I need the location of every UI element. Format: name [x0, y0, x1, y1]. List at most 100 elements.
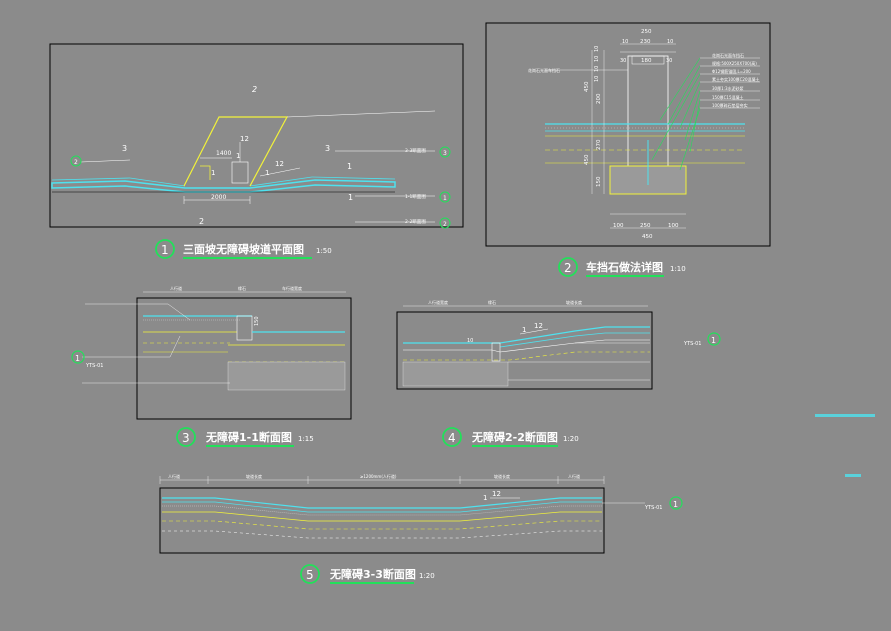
drawing-5-frame: [159, 487, 605, 554]
svg-text:坡道长度: 坡道长度: [246, 473, 262, 479]
svg-text:150: 150: [254, 316, 260, 326]
svg-text:缘石: 缘石: [238, 285, 246, 291]
section-mark-2-bottom: 2: [199, 217, 204, 226]
drawing-2-number: 2: [564, 261, 572, 275]
svg-text:1: 1: [443, 195, 447, 202]
drawing-4-scale: 1:20: [563, 435, 579, 443]
title-circle-2: [558, 257, 578, 277]
svg-text:Φ12钢筋锚固,L=200: Φ12钢筋锚固,L=200: [712, 68, 751, 74]
title-circle-4: [442, 427, 462, 447]
svg-text:200: 200: [596, 93, 602, 104]
ramp-outline: [183, 116, 289, 187]
svg-text:2: 2: [443, 221, 447, 228]
ref-circle-2: [439, 217, 451, 229]
ref-circle-d3: [71, 350, 85, 364]
svg-text:10: 10: [467, 338, 473, 344]
svg-text:10: 10: [622, 39, 628, 45]
svg-text:缘石: 缘石: [488, 299, 496, 305]
svg-text:1: 1: [75, 354, 80, 363]
svg-text:250: 250: [641, 29, 652, 35]
svg-text:100: 100: [668, 223, 679, 229]
svg-text:人行道宽度: 人行道宽度: [428, 299, 448, 305]
drawing-5-scale: 1:20: [419, 572, 435, 580]
svg-text:150: 150: [596, 176, 602, 187]
svg-text:30: 30: [620, 58, 626, 64]
drawing-2-scale: 1:10: [670, 265, 686, 273]
svg-text:人行道: 人行道: [568, 473, 580, 479]
svg-text:规格:500X250X700(高): 规格:500X250X700(高): [712, 60, 757, 66]
svg-text:30厚1:3水泥砂浆: 30厚1:3水泥砂浆: [712, 85, 744, 91]
svg-text:车行道宽度: 车行道宽度: [282, 285, 302, 291]
svg-text:YTS-01: YTS-01: [644, 505, 662, 511]
drawing-1-frame: [49, 43, 464, 228]
curb-line: [51, 179, 396, 193]
drawing-5-number: 5: [306, 568, 314, 582]
svg-text:3: 3: [443, 150, 447, 157]
curb-stone: [236, 315, 253, 341]
title-circle-3: [176, 427, 196, 447]
svg-text:坡道长度: 坡道长度: [566, 299, 582, 305]
ref-circle-1: [439, 191, 451, 203]
svg-text:100厚碎石垫层夯实: 100厚碎石垫层夯实: [712, 102, 748, 108]
note-mark-1: [815, 414, 875, 417]
svg-text:10: 10: [594, 66, 600, 72]
drawing-3-frame: [136, 297, 352, 420]
drawing-2-title: 车挡石做法详图: [586, 260, 663, 274]
drawing-3-number: 3: [182, 431, 190, 445]
svg-text:1: 1: [483, 494, 487, 502]
title-circle-5: [300, 564, 320, 584]
drawing-4-section: 人行道宽度 缘石 坡道长度 10 1 12 1 YTS-01 4 无障碍2-2断…: [396, 299, 721, 447]
svg-text:12: 12: [492, 490, 501, 498]
svg-text:≥1200mm(人行道): ≥1200mm(人行道): [360, 473, 397, 479]
drawing-1-plan: 2000 1400 12 1 12 1 1 2 3 3 1 1 2 3-3断面图…: [49, 43, 464, 259]
svg-text:250: 250: [640, 223, 651, 229]
section-mark-3-left: 3: [122, 144, 127, 153]
label-sec11: 1-1断面图: [405, 193, 426, 200]
svg-text:YTS-01: YTS-01: [85, 363, 103, 369]
svg-text:10: 10: [594, 76, 600, 82]
svg-text:10: 10: [667, 39, 673, 45]
svg-text:1: 1: [673, 500, 678, 509]
ref-circle-3: [439, 146, 451, 158]
svg-text:1: 1: [522, 326, 526, 334]
gravel-base-4: [402, 361, 509, 387]
svg-text:2: 2: [74, 159, 78, 166]
svg-text:12: 12: [534, 322, 543, 330]
slope-1-c: 1: [211, 169, 215, 177]
title-circle-1: [155, 239, 175, 259]
ref-circle-d5: [669, 496, 683, 510]
ref-circle-2-left: [70, 155, 82, 167]
drawing-3-title: 无障碍1-1断面图: [205, 430, 292, 444]
section-mark-1-top: 1: [347, 162, 352, 171]
svg-text:100: 100: [613, 223, 624, 229]
ramp-surface: [403, 326, 650, 344]
slope-12-a: 12: [240, 135, 249, 143]
drawing-1-number: 1: [161, 243, 169, 257]
label-sec33: 3-3断面图: [405, 147, 426, 154]
ref-circle-d4: [707, 332, 721, 346]
drawing-3-scale: 1:15: [298, 435, 314, 443]
section-mark-2-top: 2: [252, 85, 257, 94]
note-mark-2: [845, 474, 861, 477]
drawing-5-section: 人行道 坡道长度 ≥1200mm(人行道) 坡道长度 人行道 1 12 1 YT…: [159, 473, 683, 584]
svg-text:150厚C15混凝土: 150厚C15混凝土: [712, 94, 744, 100]
slope-12-b: 12: [275, 160, 284, 168]
label-sec22: 2-2断面图: [405, 218, 426, 225]
svg-text:230: 230: [640, 39, 651, 45]
drawing-1-title: 三面坡无障碍坡道平面图: [183, 242, 304, 256]
section-mark-1-bottom: 1: [348, 193, 353, 202]
svg-text:人行道: 人行道: [170, 285, 182, 291]
svg-text:30: 30: [666, 58, 672, 64]
svg-text:坡道长度: 坡道长度: [494, 473, 510, 479]
gravel-base: [227, 361, 346, 391]
svg-text:180: 180: [641, 58, 652, 64]
slope-1-a: 1: [236, 152, 240, 160]
svg-text:人行道: 人行道: [168, 473, 180, 479]
dim-1400: 1400: [216, 150, 231, 157]
section-surface: [162, 497, 602, 509]
svg-text:YTS-01: YTS-01: [683, 341, 701, 347]
dim-2000: 2000: [211, 194, 226, 201]
svg-text:10: 10: [594, 46, 600, 52]
drawing-5-title: 无障碍3-3断面图: [329, 567, 416, 581]
